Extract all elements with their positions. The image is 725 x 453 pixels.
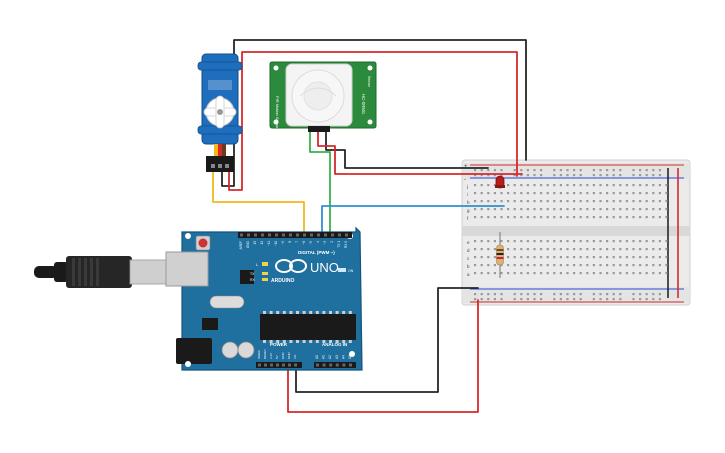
usb-b-port <box>165 251 209 287</box>
digital-pin-label: 12 <box>260 241 264 245</box>
breadboard-holes <box>474 169 668 301</box>
power-pin-label: 5V <box>275 355 279 359</box>
digital-pin-label: ~11 <box>267 241 271 246</box>
arduino-logo: ARDUINO <box>271 259 307 284</box>
digital-pin-label: 2 <box>330 241 334 243</box>
pir-header <box>308 126 330 132</box>
svg-text:f: f <box>467 216 469 221</box>
digital-pin-label: 7 <box>295 241 299 243</box>
breadboard-row-labels: j i h g f e d c b a <box>466 184 470 277</box>
led-tx-label: TX <box>250 272 255 276</box>
arduino-logo-text: ARDUINO <box>271 278 294 284</box>
digital-pin-label: ~5 <box>309 241 313 245</box>
digital-pin-label: 4 <box>316 241 320 243</box>
usb-plug <box>129 259 167 285</box>
digital-pin-label: RX 0 <box>344 241 348 248</box>
svg-text:c: c <box>467 256 470 261</box>
red-led[interactable] <box>495 175 505 189</box>
analog-label: ANALOG IN <box>322 342 347 347</box>
pir-sensor[interactable]: PIR Motion Sensor HC-SR501 Sensor <box>269 61 377 132</box>
breadboard-center-channel <box>462 226 690 236</box>
led-rx-label: RX <box>250 278 256 282</box>
power-pin-label: Vin <box>293 354 297 359</box>
wire-pir-gnd[interactable] <box>325 131 489 169</box>
svg-text:h: h <box>467 200 470 205</box>
led-on-label: ON <box>348 269 354 273</box>
pir-silk-side: Sensor <box>367 76 371 88</box>
power-pin-label: GND <box>287 352 291 360</box>
digital-pin-label: TX 1 <box>337 241 341 248</box>
digital-header[interactable] <box>238 232 352 238</box>
power-pin-label: GND <box>281 352 285 360</box>
digital-pin-label: ~6 <box>302 241 306 245</box>
digital-pin-label: AREF <box>239 241 243 250</box>
atmega-chip <box>260 314 356 340</box>
power-label: POWER <box>270 342 288 347</box>
digital-pin-label: ~3 <box>323 241 327 245</box>
wire-led-signal[interactable] <box>321 205 505 233</box>
wire-servo-signal[interactable] <box>212 171 305 233</box>
svg-text:b: b <box>467 264 470 269</box>
wire-pir-vcc[interactable] <box>317 131 523 175</box>
power-pin-label: RESET <box>263 349 267 359</box>
analog-pin-label: A4 <box>341 355 345 359</box>
board-model: UNO <box>310 260 339 275</box>
rail-minus-label: - <box>464 177 466 183</box>
resistor[interactable] <box>496 232 504 278</box>
svg-text:e: e <box>467 240 470 245</box>
wire-pir-signal[interactable] <box>309 131 331 233</box>
pir-silk-left: PIR Motion Sensor <box>275 96 280 130</box>
analog-pin-label: A3 <box>335 355 339 359</box>
svg-text:d: d <box>467 248 470 253</box>
digital-pin-label: 8 <box>288 241 292 243</box>
breadboard: j i h g f e d c b a + - <box>461 159 691 306</box>
svg-text:i: i <box>467 192 468 197</box>
wire-arduino-gnd[interactable] <box>295 287 479 393</box>
analog-pin-label: A0 <box>315 355 319 359</box>
led-l-label: L <box>256 262 259 267</box>
digital-pin-label: GND <box>246 240 250 248</box>
servo-motor[interactable] <box>197 53 243 172</box>
wire-servo-power[interactable] <box>228 51 518 191</box>
usb-cable[interactable] <box>34 256 167 288</box>
power-pin-label: 3.3V <box>269 353 273 359</box>
analog-pin-label: A1 <box>322 355 326 359</box>
digital-label: DIGITAL (PWM ~) <box>298 250 335 255</box>
svg-text:j: j <box>466 184 468 189</box>
pir-silk-right: HC-SR501 <box>361 94 366 115</box>
power-jack <box>176 338 212 364</box>
power-pin-label: IOREF <box>257 350 261 359</box>
analog-pin-label: A2 <box>328 355 332 359</box>
svg-text:a: a <box>467 272 470 277</box>
wire-arduino-5v[interactable] <box>287 299 479 413</box>
rail-plus-label: + <box>464 164 468 170</box>
digital-pin-label: ~9 <box>281 241 285 245</box>
reset-button[interactable] <box>198 238 208 248</box>
servo-label <box>208 80 232 90</box>
analog-pin-label: A5 <box>348 355 352 359</box>
digital-pin-label: 13 <box>253 241 257 245</box>
digital-pin-label: ~10 <box>274 241 278 247</box>
svg-text:g: g <box>467 208 470 213</box>
analog-header[interactable] <box>314 362 356 368</box>
